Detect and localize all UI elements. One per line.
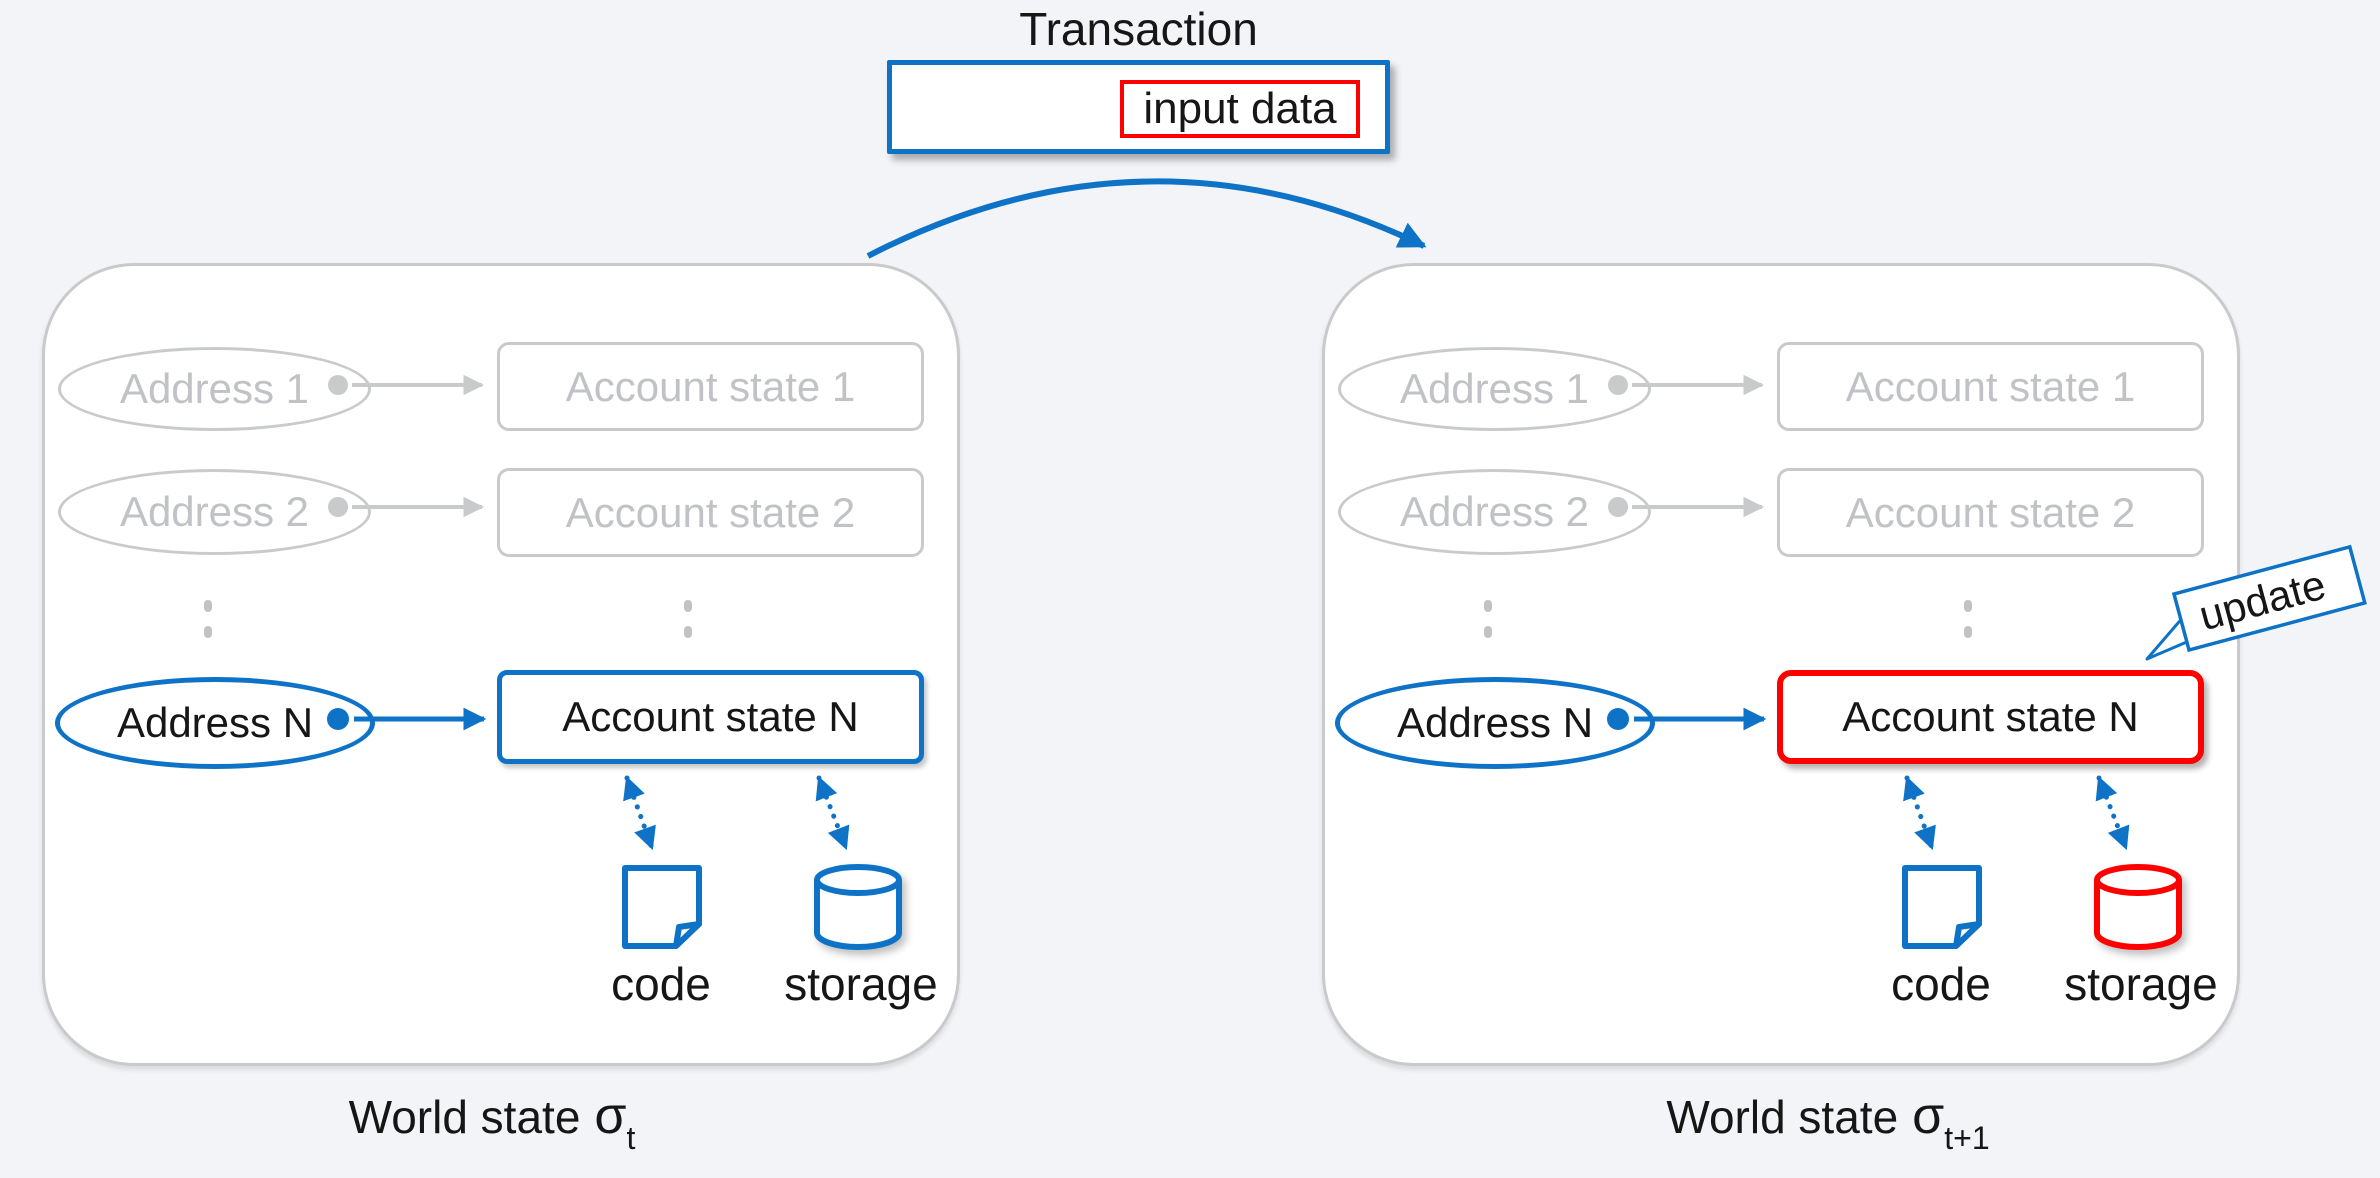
sigma-subscript: t bbox=[626, 1120, 636, 1156]
caption-text: World state bbox=[1666, 1091, 1899, 1143]
vertical-ellipsis bbox=[204, 600, 212, 638]
address-ellipse: Address 2 bbox=[1338, 469, 1651, 555]
vertical-ellipsis bbox=[1964, 600, 1972, 638]
account-state-box: Account state 1 bbox=[1777, 342, 2204, 431]
account-state-box: Account state 2 bbox=[1777, 468, 2204, 557]
code-document-icon bbox=[1902, 865, 1982, 949]
storage-label: storage bbox=[2064, 958, 2218, 1010]
account-state-box: Account state 1 bbox=[497, 342, 924, 431]
code-label: code bbox=[1891, 958, 1991, 1010]
transaction-box: input data bbox=[887, 60, 1390, 154]
address-n-ellipse: Address N bbox=[1335, 677, 1655, 769]
code-label: code bbox=[611, 958, 711, 1010]
storage-cylinder-icon-updated bbox=[2094, 864, 2182, 950]
storage-cylinder-icon bbox=[814, 864, 902, 950]
account-state-box: Account state 2 bbox=[497, 468, 924, 557]
address-ellipse: Address 1 bbox=[1338, 347, 1651, 431]
caption-text: World state bbox=[348, 1091, 581, 1143]
code-document-icon bbox=[622, 865, 702, 949]
transaction-curved-arrow bbox=[866, 178, 1427, 259]
world-state-panel-right: Address 1 Account state 1 Address 2 Acco… bbox=[1322, 263, 2240, 1066]
input-data-box: input data bbox=[1120, 80, 1360, 138]
address-ellipse: Address 1 bbox=[58, 347, 371, 431]
address-n-ellipse: Address N bbox=[55, 677, 375, 769]
world-state-panel-left: Address 1 Account state 1 Address 2 Acco… bbox=[42, 263, 960, 1066]
storage-label: storage bbox=[784, 958, 938, 1010]
address-ellipse: Address 2 bbox=[58, 469, 371, 555]
sigma-symbol: σ bbox=[594, 1087, 627, 1145]
vertical-ellipsis bbox=[684, 600, 692, 638]
account-state-n-box-updated: Account state N bbox=[1777, 670, 2204, 764]
vertical-ellipsis bbox=[1484, 600, 1492, 638]
transaction-title: Transaction bbox=[1019, 3, 1258, 55]
sigma-symbol: σ bbox=[1912, 1087, 1945, 1145]
sigma-subscript: t+1 bbox=[1944, 1120, 1990, 1156]
account-state-n-box: Account state N bbox=[497, 670, 924, 764]
